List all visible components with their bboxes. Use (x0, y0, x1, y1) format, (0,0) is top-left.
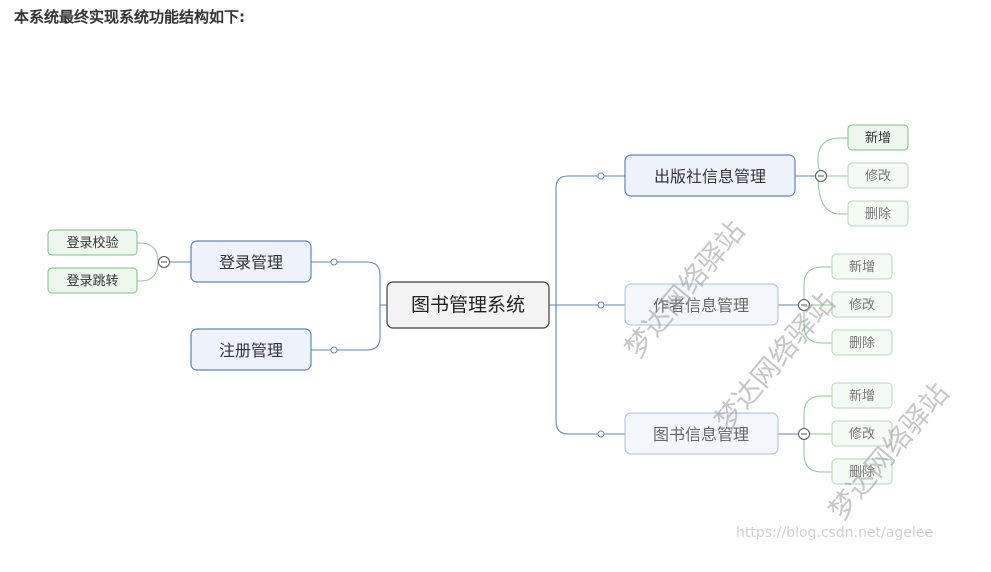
leaf-author-add[interactable]: 新增 (831, 253, 893, 280)
collapse-toggle-book[interactable] (798, 428, 810, 440)
edges-left (137, 242, 387, 354)
root-node[interactable]: 图书管理系统 (386, 281, 550, 329)
node-label: 注册管理 (219, 341, 283, 360)
leaf-label: 登录跳转 (66, 274, 118, 289)
leaf-book-edit[interactable]: 修改 (831, 420, 893, 447)
collapse-toggle-author[interactable] (798, 299, 810, 311)
connector-dot (597, 301, 605, 309)
collapse-toggle-login[interactable] (158, 256, 170, 268)
node-login-management[interactable]: 登录管理 (190, 240, 312, 283)
leaf-label: 删除 (849, 336, 875, 351)
connector-dot (597, 430, 605, 438)
page-title: 本系统最终实现系统功能结构如下: (14, 8, 246, 26)
node-label: 登录管理 (219, 253, 283, 272)
connector-dot (597, 172, 605, 180)
node-publisher-management[interactable]: 出版社信息管理 (624, 154, 796, 197)
connector-dot (330, 258, 338, 266)
leaf-label: 新增 (849, 388, 875, 404)
leaf-label: 修改 (849, 427, 875, 442)
leaf-publisher-edit[interactable]: 修改 (847, 162, 909, 189)
node-register-management[interactable]: 注册管理 (190, 328, 312, 371)
leaf-label: 新增 (849, 259, 875, 275)
leaf-author-delete[interactable]: 删除 (831, 329, 893, 356)
leaf-author-edit[interactable]: 修改 (831, 291, 893, 318)
node-label: 出版社信息管理 (654, 167, 766, 186)
node-book-management[interactable]: 图书信息管理 (624, 412, 779, 455)
leaf-publisher-add[interactable]: 新增 (847, 124, 909, 151)
leaf-label: 修改 (865, 169, 891, 184)
leaf-label: 修改 (849, 298, 875, 313)
leaf-label: 登录校验 (66, 235, 118, 251)
leaf-book-add[interactable]: 新增 (831, 382, 893, 409)
leaf-label: 删除 (865, 207, 891, 222)
node-label: 图书信息管理 (653, 425, 749, 444)
leaf-login-redirect[interactable]: 登录跳转 (47, 267, 138, 294)
leaf-label: 新增 (865, 130, 891, 146)
root-label: 图书管理系统 (411, 294, 525, 316)
edges-right (549, 137, 848, 473)
node-label: 作者信息管理 (653, 296, 749, 315)
connector-dot (330, 346, 338, 354)
node-author-management[interactable]: 作者信息管理 (624, 283, 779, 326)
leaf-publisher-delete[interactable]: 删除 (847, 200, 909, 227)
leaf-label: 删除 (849, 465, 875, 480)
leaf-login-check[interactable]: 登录校验 (47, 229, 138, 256)
leaf-book-delete[interactable]: 删除 (831, 458, 893, 485)
source-url-watermark: https://blog.csdn.net/agelee (736, 525, 933, 541)
collapse-toggle-publisher[interactable] (815, 170, 827, 182)
